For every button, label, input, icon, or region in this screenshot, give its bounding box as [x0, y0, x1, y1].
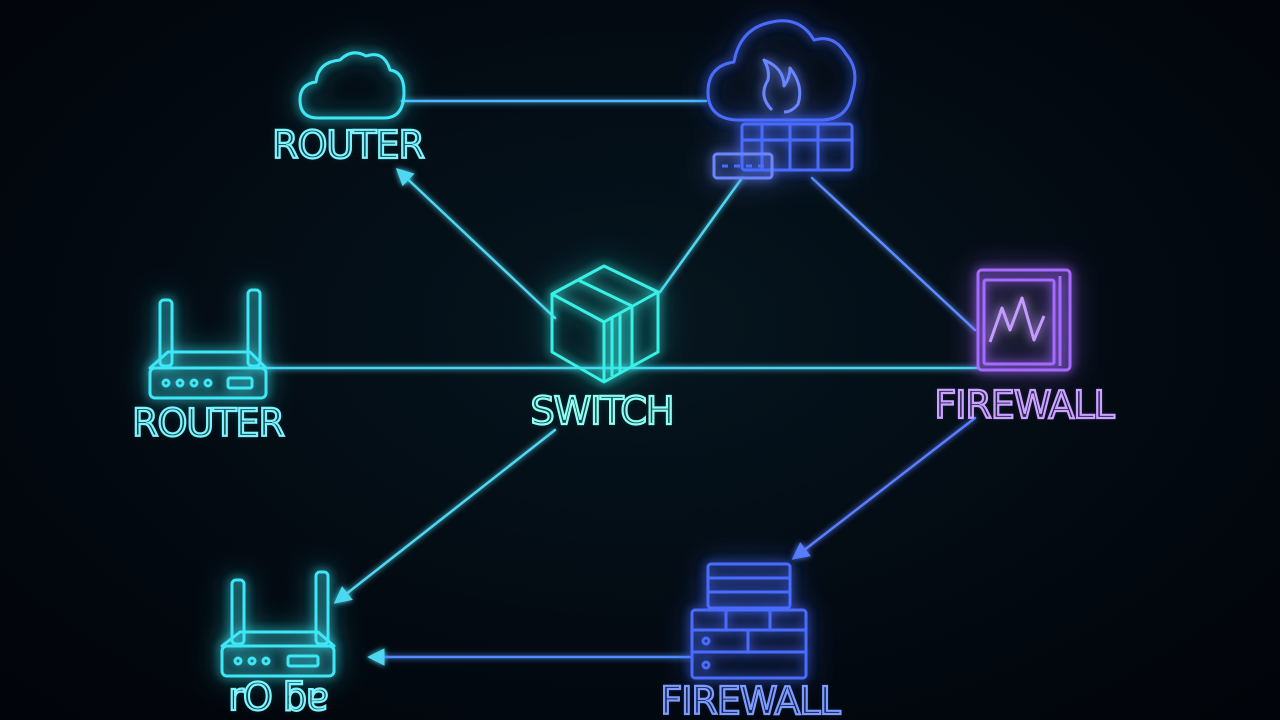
cloud-icon — [298, 51, 406, 120]
node-firewall-bottom[interactable]: FIREWALL FIREWALL — [659, 562, 843, 720]
router-icon — [220, 570, 336, 678]
node-label: FIREWALL — [934, 383, 1114, 427]
server-stack-icon — [690, 562, 808, 680]
node-label-outline: ROUTER — [272, 123, 424, 167]
node-router-bottom[interactable]: rO ƃɐ rO ƃɐ — [220, 570, 336, 720]
link-switch-to-router-bottom — [333, 428, 557, 604]
node-label-outline: FIREWALL — [934, 383, 1114, 427]
node-label: ROUTER — [132, 401, 284, 445]
cloud-fire-icon — [706, 19, 857, 180]
router-icon — [148, 288, 268, 400]
node-label-outline: ROUTER — [132, 401, 284, 445]
node-label: ROUTER — [272, 123, 424, 167]
link-cloud-firewall-to-firewall-right — [810, 176, 977, 332]
node-router-top[interactable]: ROUTER ROUTER — [271, 51, 427, 168]
node-label-outline: FIREWALL — [660, 679, 840, 720]
link-switch-to-router-top — [395, 167, 557, 320]
node-firewall-right[interactable]: FIREWALL FIREWALL — [933, 268, 1117, 428]
node-cloud-firewall[interactable] — [706, 19, 857, 180]
firewall-panel-icon — [976, 268, 1072, 372]
node-label: rO ƃɐ — [228, 675, 328, 719]
link-firewall-right-to-firewall-bottom — [791, 416, 977, 560]
node-router-left[interactable]: ROUTER ROUTER — [131, 288, 287, 446]
link-switch-to-cloud-firewall — [658, 176, 744, 294]
node-label: FIREWALL — [660, 679, 840, 720]
switch-cube-icon — [550, 264, 660, 384]
node-label: SWITCH — [531, 389, 674, 433]
node-label-outline: SWITCH — [531, 389, 674, 433]
node-label-outline: rO ƃɐ — [228, 675, 328, 719]
node-switch[interactable]: SWITCH SWITCH — [529, 264, 676, 434]
